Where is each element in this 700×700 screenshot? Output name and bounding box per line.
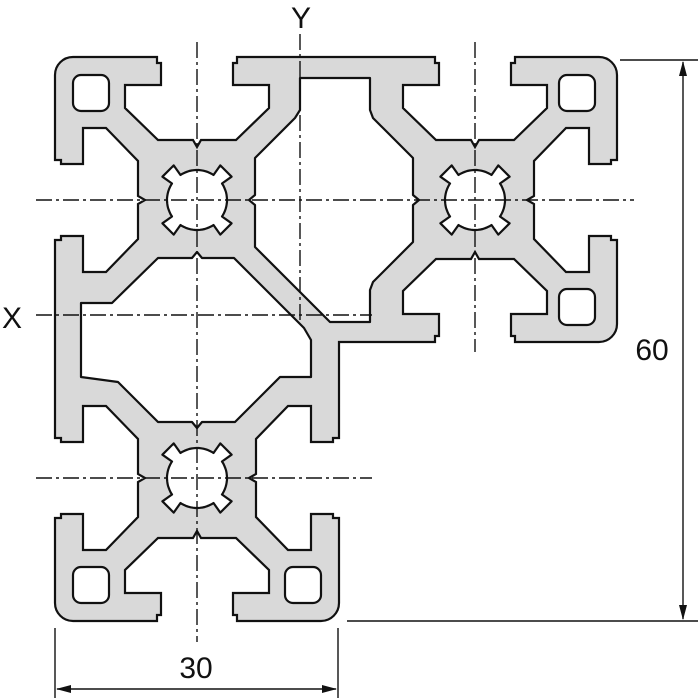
arrow-up	[679, 61, 687, 76]
corner-hole	[71, 565, 111, 605]
dimension-height-label: 60	[635, 334, 668, 367]
corner-hole	[557, 73, 597, 113]
arrow-down	[679, 605, 687, 620]
axis-x-label: X	[2, 302, 22, 335]
arrow-left	[56, 685, 71, 693]
hollow-lower	[79, 250, 313, 430]
corner-hole	[283, 565, 323, 605]
dimensions	[54, 59, 698, 698]
corner-hole	[71, 73, 111, 113]
corner-hole	[557, 287, 597, 327]
axis-y-label: Y	[291, 2, 311, 35]
center-lines-overlay	[36, 34, 634, 642]
arrow-right	[322, 685, 337, 693]
dimension-width-label: 30	[179, 652, 212, 685]
